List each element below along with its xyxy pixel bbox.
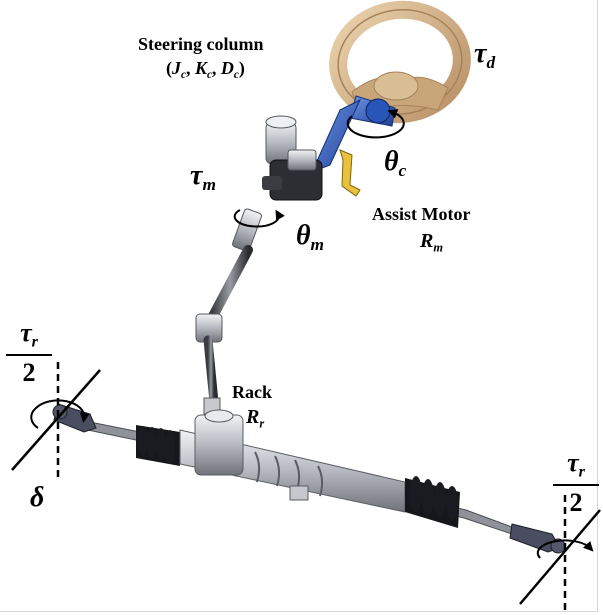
tau-r-half-left: τr 2 xyxy=(6,318,52,388)
theta-c-label: θc xyxy=(384,146,406,181)
mounting-bracket xyxy=(340,150,360,196)
steering-column-upper xyxy=(312,96,395,172)
rack-resistance: Rr xyxy=(246,406,264,431)
theta-m-label: θm xyxy=(296,220,324,255)
assist-motor-resistance: Rm xyxy=(420,230,443,255)
rack-housing xyxy=(53,404,565,553)
steering-column-params: (Jc, Kc, Dc) xyxy=(166,58,245,81)
tau-d-label: τd xyxy=(474,38,495,73)
tau-m-label: τm xyxy=(190,160,216,195)
tau-r-half-right: τr 2 xyxy=(553,448,599,518)
steering-column-label: Steering column xyxy=(138,34,264,55)
rack-label: Rack xyxy=(232,382,272,403)
assist-motor-body xyxy=(262,116,322,200)
assist-motor-label: Assist Motor xyxy=(372,204,470,225)
delta-label: δ xyxy=(30,482,44,514)
